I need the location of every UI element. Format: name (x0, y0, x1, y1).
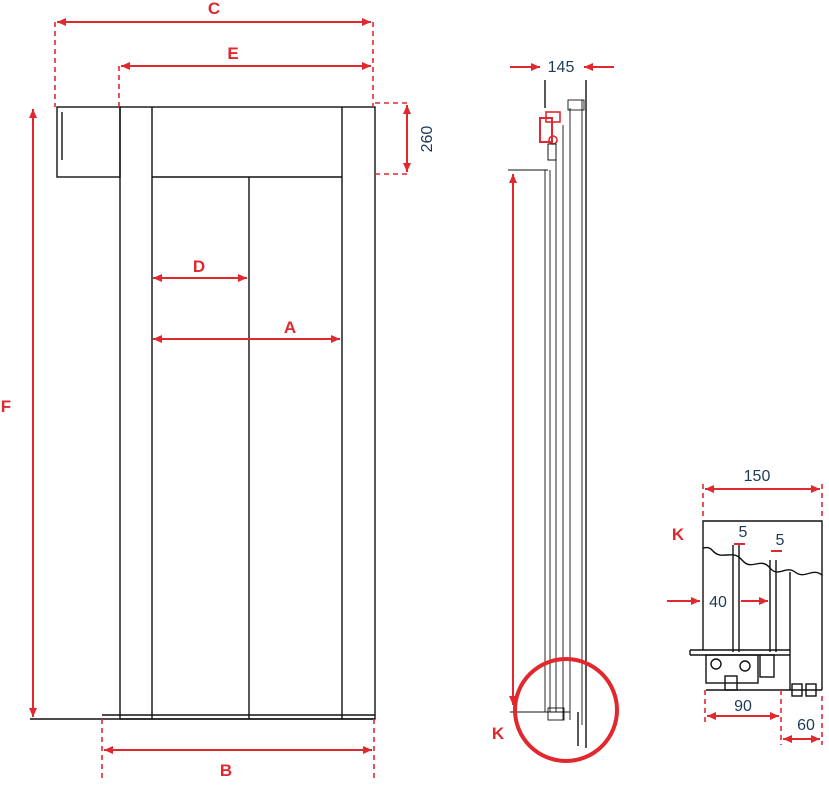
depth-value: 145 (548, 59, 575, 76)
bottom-guide (547, 707, 565, 721)
base-value: 90 (734, 698, 752, 715)
detail-body-break (702, 520, 823, 577)
roller-right (739, 660, 751, 672)
gap-right-value: 5 (776, 532, 785, 549)
track-guide (759, 654, 775, 678)
inner-value: 40 (709, 594, 727, 611)
detail-k-circle (513, 657, 619, 763)
header-height-value: 260 (419, 126, 436, 153)
detail-width-value: 150 (744, 468, 771, 485)
foot-right (805, 683, 817, 697)
door-frame (119, 106, 376, 720)
roller-left (710, 658, 722, 670)
detail-view: K 150 5 5 40 (667, 468, 823, 745)
gap-left-value: 5 (739, 524, 748, 541)
detail-marker: K (672, 525, 685, 544)
roller-mechanism (539, 111, 561, 161)
label-d: D (193, 257, 205, 276)
side-view: 145 K (492, 59, 619, 763)
label-e: E (227, 44, 238, 63)
label-f: F (1, 397, 11, 416)
label-a: A (284, 318, 296, 337)
side-detail-marker: K (492, 724, 505, 743)
header-box (56, 106, 121, 178)
front-view: C E D A F B 260 (1, 0, 436, 780)
foot-left (791, 683, 803, 697)
track-channel (705, 654, 759, 684)
top-rail (567, 99, 585, 111)
label-c: C (208, 0, 220, 18)
foot-value: 60 (797, 717, 815, 734)
label-b: B (220, 761, 232, 780)
